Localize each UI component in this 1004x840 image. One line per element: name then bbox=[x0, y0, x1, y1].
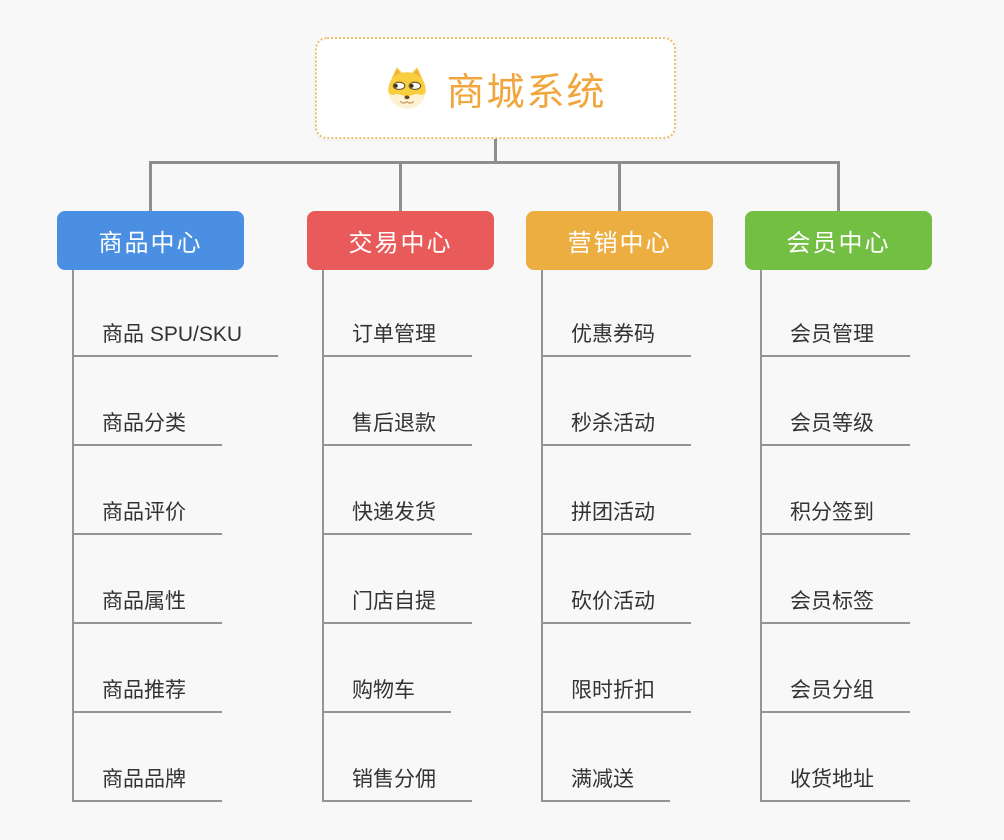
connector-root-stub bbox=[494, 139, 497, 163]
leaf-node[interactable]: 满减送 bbox=[541, 767, 670, 802]
leaf-node[interactable]: 商品 SPU/SKU bbox=[72, 322, 279, 357]
connector-drop-branch-0 bbox=[149, 161, 152, 213]
root-title: 商城系统 bbox=[446, 71, 607, 114]
root-node[interactable]: 商城系统 bbox=[315, 37, 676, 139]
connector-drop-branch-3 bbox=[837, 161, 840, 213]
leaf-node[interactable]: 会员标签 bbox=[760, 589, 910, 624]
leaf-node[interactable]: 会员等级 bbox=[760, 411, 910, 446]
branch-node-member[interactable]: 会员中心 bbox=[745, 211, 932, 270]
leaf-node[interactable]: 售后退款 bbox=[322, 411, 472, 446]
leaf-node[interactable]: 会员管理 bbox=[760, 322, 910, 357]
leaf-node[interactable]: 积分签到 bbox=[760, 500, 910, 535]
connector-drop-branch-2 bbox=[618, 161, 621, 213]
connector-bus bbox=[149, 161, 840, 164]
connector-trunk-branch-1 bbox=[322, 269, 324, 802]
leaf-node[interactable]: 商品属性 bbox=[72, 589, 222, 624]
leaf-node[interactable]: 门店自提 bbox=[322, 589, 472, 624]
leaf-node[interactable]: 秒杀活动 bbox=[541, 411, 691, 446]
leaf-node[interactable]: 商品品牌 bbox=[72, 767, 222, 802]
leaf-node[interactable]: 砍价活动 bbox=[541, 589, 691, 624]
leaf-node[interactable]: 商品评价 bbox=[72, 500, 222, 535]
branch-node-trade[interactable]: 交易中心 bbox=[307, 211, 494, 270]
connector-trunk-branch-3 bbox=[760, 269, 762, 802]
leaf-node[interactable]: 商品推荐 bbox=[72, 678, 222, 713]
branch-node-marketing[interactable]: 营销中心 bbox=[526, 211, 713, 270]
connector-drop-branch-1 bbox=[399, 161, 402, 213]
leaf-node[interactable]: 限时折扣 bbox=[541, 678, 691, 713]
branch-node-product[interactable]: 商品中心 bbox=[57, 211, 244, 270]
leaf-node[interactable]: 拼团活动 bbox=[541, 500, 691, 535]
connector-trunk-branch-2 bbox=[541, 269, 543, 802]
leaf-node[interactable]: 销售分佣 bbox=[322, 767, 472, 802]
leaf-node[interactable]: 订单管理 bbox=[322, 322, 472, 357]
leaf-node[interactable]: 收货地址 bbox=[760, 767, 910, 802]
connector-trunk-branch-0 bbox=[72, 269, 74, 802]
leaf-node[interactable]: 商品分类 bbox=[72, 411, 222, 446]
dog-face-icon bbox=[388, 67, 427, 109]
leaf-node[interactable]: 会员分组 bbox=[760, 678, 910, 713]
leaf-node[interactable]: 购物车 bbox=[322, 678, 451, 713]
leaf-node[interactable]: 快递发货 bbox=[322, 500, 472, 535]
leaf-node[interactable]: 优惠券码 bbox=[541, 322, 691, 357]
